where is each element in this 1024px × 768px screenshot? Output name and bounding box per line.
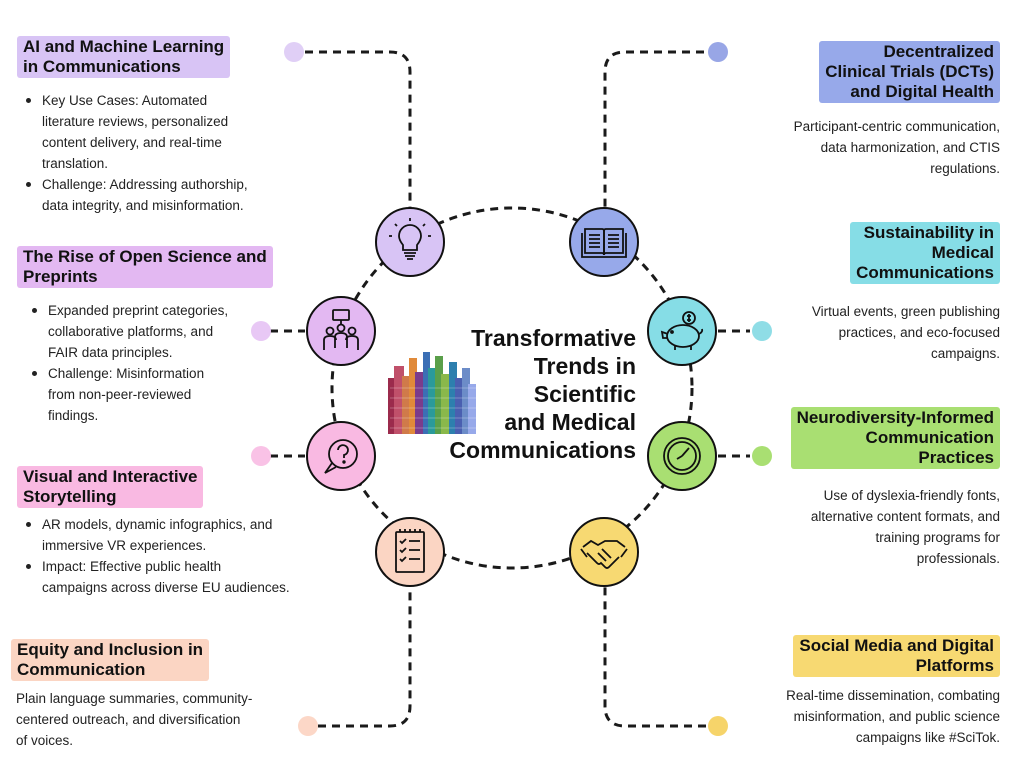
city-skyline-illustration — [388, 352, 476, 434]
clock-icon — [663, 437, 701, 475]
node-social — [569, 517, 639, 587]
people-presentation-icon — [323, 309, 359, 350]
social-text: Real-time dissemination, combating misin… — [786, 688, 1000, 745]
equity-title: Equity and Inclusion in Communication — [11, 639, 210, 681]
neuro-text: Use of dyslexia-friendly fonts, alternat… — [810, 488, 1000, 566]
lightbulb-icon — [389, 218, 431, 260]
node-dct — [569, 207, 639, 277]
piggy-bank-icon — [660, 311, 704, 350]
sustainability-text: Virtual events, green publishing practic… — [811, 304, 1000, 361]
node-open-science — [306, 296, 376, 366]
node-visual — [306, 421, 376, 491]
node-equity — [375, 517, 445, 587]
handshake-icon — [580, 539, 628, 569]
checklist-icon — [395, 529, 425, 573]
equity-text: Plain language summaries, community- cen… — [16, 691, 253, 748]
question-bubble-icon — [324, 439, 358, 474]
dot-ai — [284, 42, 304, 62]
open-science-bullets: Expanded preprint categories,collaborati… — [28, 300, 258, 426]
visual-title: Visual and Interactive Storytelling — [17, 466, 204, 508]
ai-title: AI and Machine Learning in Communication… — [17, 36, 231, 78]
dct-text: Participant-centric communication, data … — [793, 119, 1000, 176]
dot-sustainability — [752, 321, 772, 341]
node-neuro — [647, 421, 717, 491]
dct-title: Decentralized Clinical Trials (DCTs) and… — [819, 41, 1000, 103]
dot-visual — [251, 446, 271, 466]
node-sustainability — [647, 296, 717, 366]
list-item: Expanded preprint categories,collaborati… — [28, 300, 258, 363]
dot-neuro — [752, 446, 772, 466]
social-title: Social Media and Digital Platforms — [793, 635, 1000, 677]
center-title: Transformative Trends in Scientific and … — [449, 325, 636, 463]
list-item: Challenge: Addressing authorship,data in… — [22, 174, 282, 216]
node-ai — [375, 207, 445, 277]
dot-equity — [298, 716, 318, 736]
book-icon — [581, 228, 627, 258]
neuro-title: Neurodiversity-Informed Communication Pr… — [790, 407, 1000, 469]
dot-dct — [708, 42, 728, 62]
dot-open-science — [251, 321, 271, 341]
open-science-title: The Rise of Open Science and Preprints — [17, 246, 273, 288]
sustainability-title: Sustainability in Medical Communications — [850, 222, 1000, 284]
dot-social — [708, 716, 728, 736]
